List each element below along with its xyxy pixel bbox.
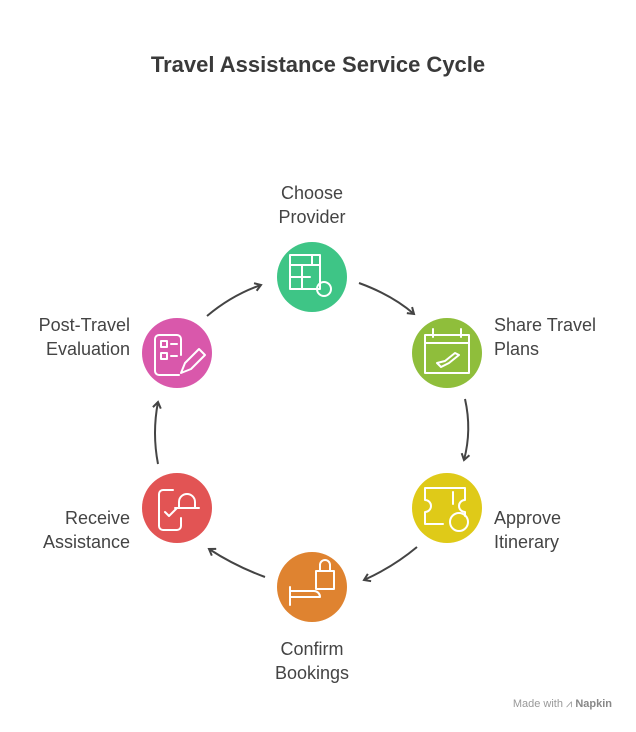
arrow-2-3 <box>460 398 471 462</box>
step-node-4 <box>277 552 347 622</box>
calendar-plane-icon <box>424 328 470 374</box>
step-node-1 <box>277 242 347 312</box>
ticket-check-icon <box>424 487 466 525</box>
step-node-2 <box>412 318 482 388</box>
arrow-3-4 <box>362 546 418 583</box>
arrow-6-1 <box>206 282 263 317</box>
phone-bell-icon <box>158 489 200 531</box>
table-search-icon <box>289 254 321 290</box>
step-circle <box>412 318 482 388</box>
step-node-3 <box>412 473 482 543</box>
step-node-6 <box>142 318 212 388</box>
arrow-4-5 <box>207 547 266 578</box>
step-circle <box>277 242 347 312</box>
step-node-5 <box>142 473 212 543</box>
step-circle <box>412 473 482 543</box>
step-circle <box>142 318 212 388</box>
step-circle <box>277 552 347 622</box>
diagram-title: Travel Assistance Service Cycle <box>150 52 486 77</box>
arrow-5-6 <box>152 400 162 465</box>
footer-branding: Made with ⩘ Napkin <box>512 698 612 710</box>
bed-lock-icon <box>289 559 335 606</box>
arrow-1-2 <box>358 282 416 316</box>
checklist-pencil-icon <box>154 334 206 376</box>
